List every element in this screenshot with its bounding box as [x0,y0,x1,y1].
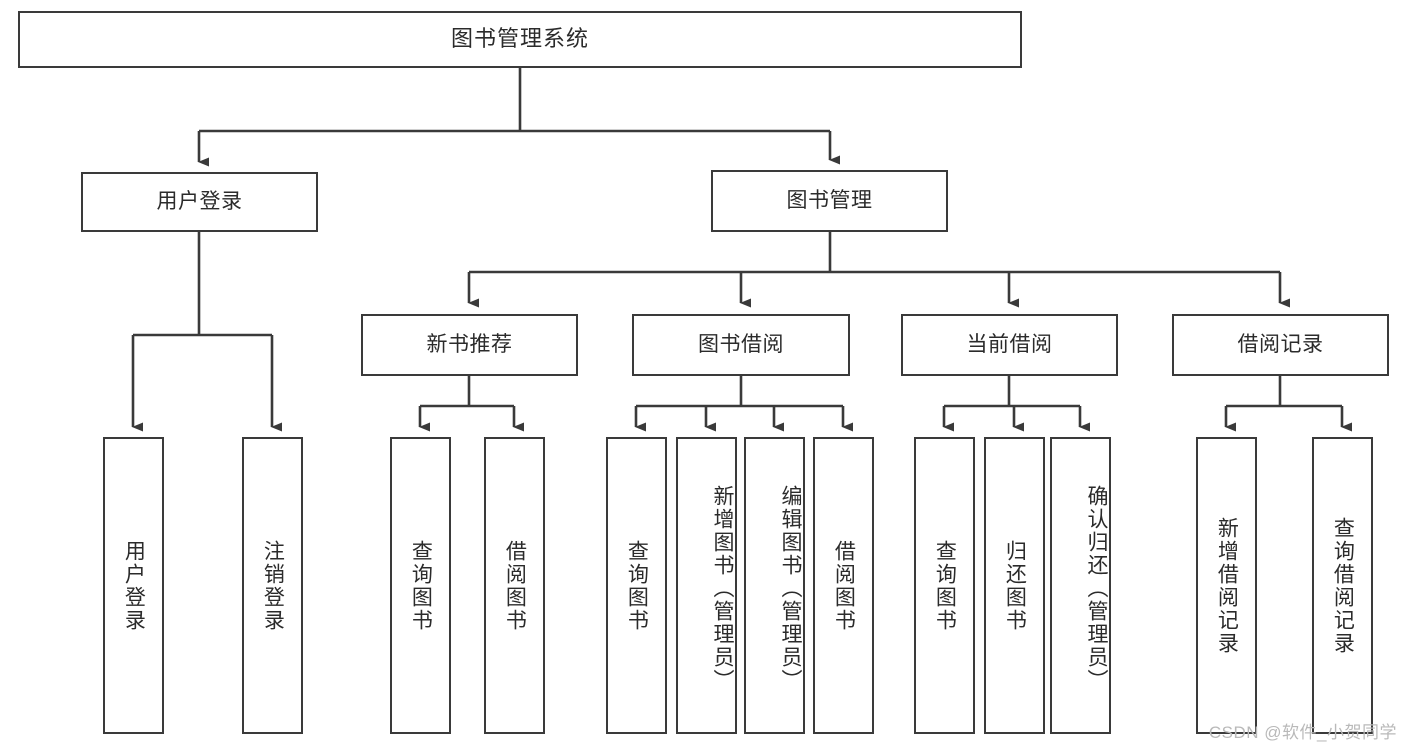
node-leaf-return-book-label: 归还图书 [1003,539,1027,632]
node-borrow-record[interactable]: 借阅记录 [1172,314,1389,376]
node-leaf-query-book-1-label: 查询图书 [409,539,433,632]
node-current-borrow-label: 当前借阅 [966,333,1053,357]
node-book-manage-label: 图书管理 [786,189,873,213]
node-leaf-query-record[interactable]: 查询借阅记录 [1312,437,1373,734]
node-root-label: 图书管理系统 [450,26,589,52]
node-leaf-query-book-2-label: 查询图书 [625,539,649,632]
node-current-borrow[interactable]: 当前借阅 [901,314,1118,376]
node-leaf-add-book[interactable]: 新增图书（管理员） [676,437,737,734]
node-leaf-user-logout[interactable]: 注销登录 [242,437,303,734]
node-leaf-query-record-label: 查询借阅记录 [1331,516,1355,655]
node-leaf-query-book-3[interactable]: 查询图书 [914,437,975,734]
node-leaf-query-book-3-label: 查询图书 [933,539,957,632]
node-leaf-edit-book-label: 编辑图书（管理员） [779,485,802,692]
csdn-watermark: CSDN @软件_小贺同学 [1208,723,1397,742]
node-leaf-borrow-book-1-label: 借阅图书 [503,539,527,632]
node-book-borrow[interactable]: 图书借阅 [632,314,850,376]
node-leaf-borrow-book-2[interactable]: 借阅图书 [813,437,874,734]
node-leaf-confirm-return[interactable]: 确认归还（管理员） [1050,437,1111,734]
node-leaf-return-book[interactable]: 归还图书 [984,437,1045,734]
node-leaf-query-book-1[interactable]: 查询图书 [390,437,451,734]
node-user-login[interactable]: 用户登录 [81,172,318,232]
node-new-book-rec[interactable]: 新书推荐 [361,314,578,376]
node-leaf-confirm-return-label: 确认归还（管理员） [1085,485,1108,692]
node-leaf-user-login-label: 用户登录 [122,539,146,632]
node-leaf-add-record[interactable]: 新增借阅记录 [1196,437,1257,734]
node-leaf-user-login[interactable]: 用户登录 [103,437,164,734]
node-leaf-query-book-2[interactable]: 查询图书 [606,437,667,734]
node-leaf-add-record-label: 新增借阅记录 [1215,516,1239,655]
node-root-system[interactable]: 图书管理系统 [18,11,1022,68]
node-leaf-add-book-label: 新增图书（管理员） [711,485,734,692]
node-borrow-record-label: 借阅记录 [1237,333,1324,357]
node-book-borrow-label: 图书借阅 [698,333,784,357]
node-book-manage[interactable]: 图书管理 [711,170,948,232]
node-leaf-edit-book[interactable]: 编辑图书（管理员） [744,437,805,734]
node-leaf-user-logout-label: 注销登录 [261,539,285,632]
node-new-book-rec-label: 新书推荐 [426,333,513,357]
node-leaf-borrow-book-2-label: 借阅图书 [832,539,856,632]
node-user-login-label: 用户登录 [156,190,243,214]
node-leaf-borrow-book-1[interactable]: 借阅图书 [484,437,545,734]
